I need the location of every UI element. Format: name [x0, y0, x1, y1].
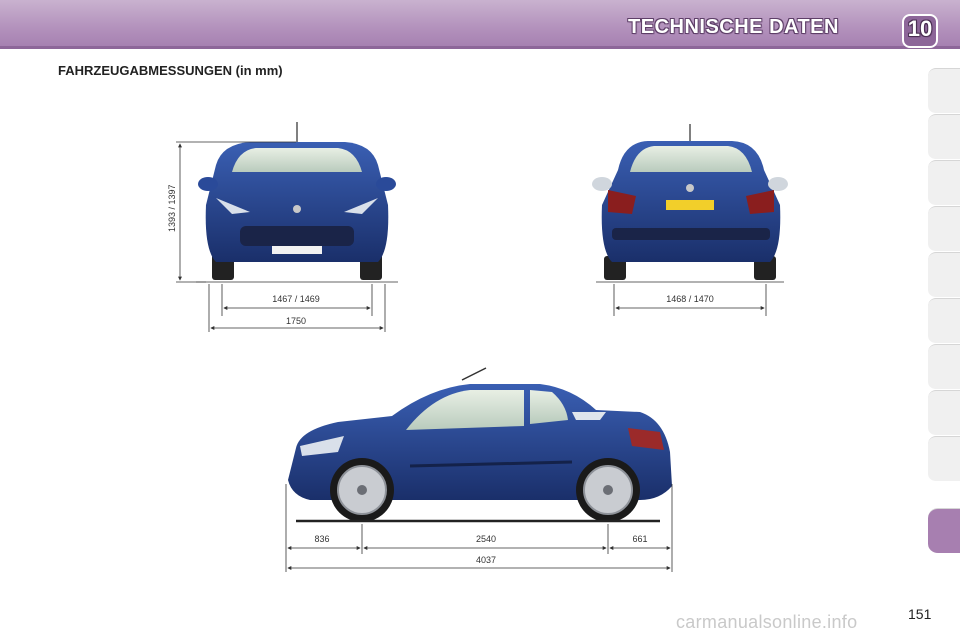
- section-title: FAHRZEUGABMESSUNGEN (in mm): [58, 63, 283, 78]
- side-view-dimensions: [285, 484, 673, 572]
- rear-track-label: 1468 / 1470: [666, 294, 714, 304]
- header-divider: [0, 46, 960, 49]
- chapter-tab[interactable]: [928, 390, 960, 436]
- page-number: 151: [908, 606, 932, 622]
- side-front-overhang-label: 836: [314, 534, 329, 544]
- header-bar: [0, 0, 960, 48]
- chapter-tab[interactable]: [928, 114, 960, 160]
- chapter-tab[interactable]: [928, 436, 960, 482]
- chapter-tab-active[interactable]: [928, 508, 960, 554]
- side-wheelbase-label: 2540: [476, 534, 496, 544]
- chapter-tab[interactable]: [928, 68, 960, 114]
- rear-view-dimensions: [596, 281, 784, 316]
- front-view-car: [198, 122, 396, 280]
- front-width-label: 1750: [286, 316, 306, 326]
- chapter-tab[interactable]: [928, 206, 960, 252]
- chapter-badge-icon: [902, 14, 938, 48]
- side-view-car: [288, 367, 672, 522]
- side-length-label: 4037: [476, 555, 496, 565]
- chapter-tab[interactable]: [928, 344, 960, 390]
- chapter-number: 10: [907, 16, 933, 41]
- watermark: carmanualsonline.info: [676, 612, 858, 632]
- rear-view-car: [592, 124, 788, 280]
- front-view-dimensions: [176, 141, 398, 332]
- chapter-tab[interactable]: [928, 160, 960, 206]
- front-track-label: 1467 / 1469: [272, 294, 320, 304]
- chapter-title: TECHNISCHE DATEN: [628, 16, 839, 38]
- chapter-tabs: [928, 68, 960, 576]
- chapter-tab[interactable]: [928, 252, 960, 298]
- front-height-label: 1393 / 1397: [167, 184, 177, 232]
- chapter-tab[interactable]: [928, 298, 960, 344]
- side-rear-overhang-label: 661: [632, 534, 647, 544]
